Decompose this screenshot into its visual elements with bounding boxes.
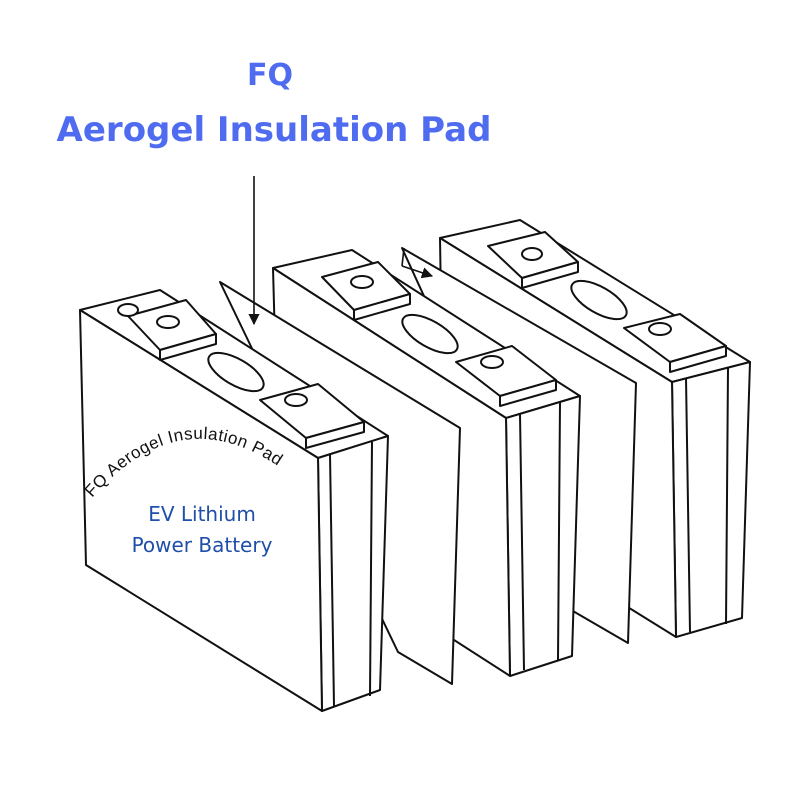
product-title: Aerogel Insulation Pad xyxy=(56,110,492,150)
terminal-front-right xyxy=(259,383,365,449)
terminal-middle-left xyxy=(321,261,411,321)
terminal-middle-right xyxy=(455,345,557,407)
insertion-arrow-back xyxy=(401,247,434,279)
front-cell-line2: Power Battery xyxy=(132,533,273,557)
battery-cell-front xyxy=(79,289,389,712)
terminal-back-left xyxy=(487,231,579,289)
front-cell-line1: EV Lithium xyxy=(148,502,256,526)
terminal-front-left xyxy=(117,299,217,361)
brand-title: FQ xyxy=(247,58,293,93)
terminal-back-right xyxy=(623,313,727,373)
